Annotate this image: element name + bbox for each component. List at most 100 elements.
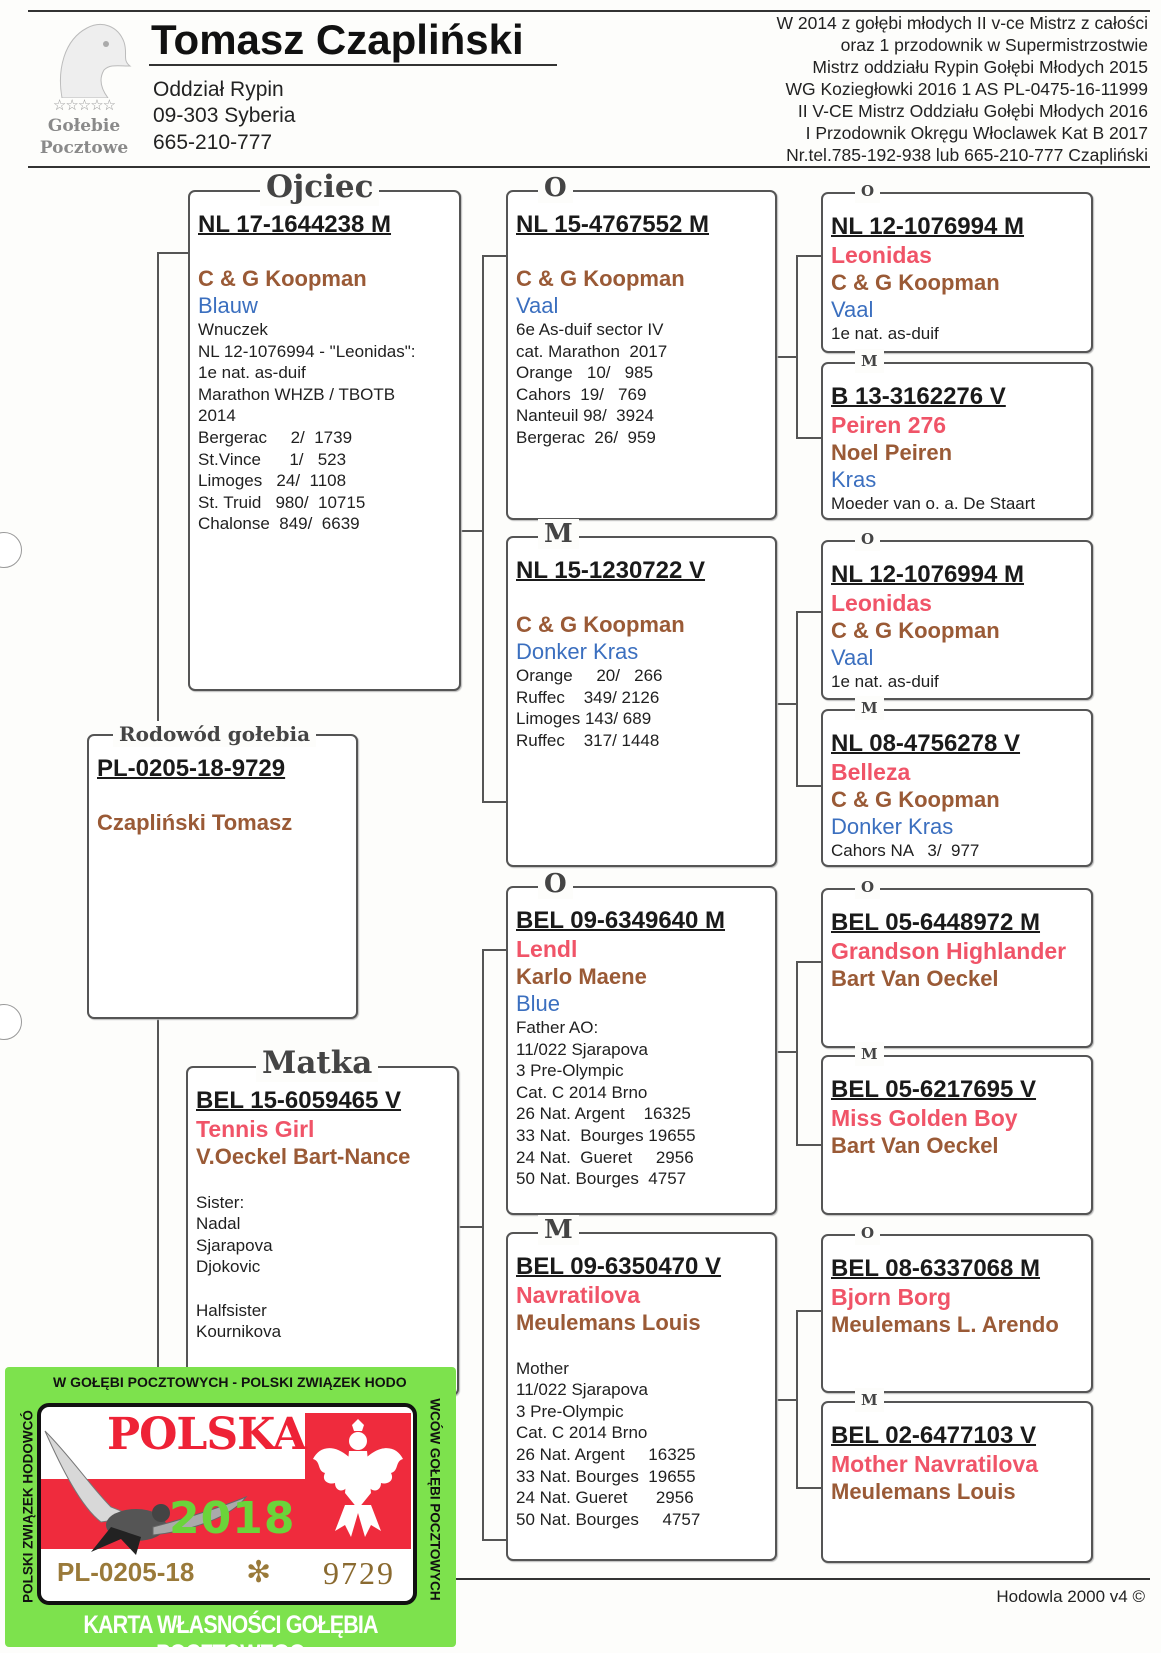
breeder-name: Meulemans L. Arendo bbox=[831, 1312, 1059, 1337]
result-note: Wnuczek bbox=[198, 320, 268, 339]
result-note: Orange 10/ 985 bbox=[516, 363, 654, 383]
breeder-name: C & G Koopman bbox=[831, 787, 1000, 812]
parent-label: M bbox=[855, 1042, 884, 1066]
header-bottom-rule bbox=[28, 166, 1150, 168]
result-note: 11/022 Sjarapova bbox=[516, 1380, 649, 1400]
card-side-text-left: POLSKI ZWIĄZEK HODOWCÓ bbox=[20, 1410, 36, 1603]
parent-label: O bbox=[855, 1221, 881, 1245]
address-city: 09-303 Syberia bbox=[153, 104, 296, 127]
result-note: Ruffec 349/ 2126 bbox=[516, 687, 660, 707]
achievement-line: WG Koziegłowki 2016 1 AS PL-0475-16-1199… bbox=[785, 79, 1148, 99]
result-note: Nanteuil 98/ 3924 bbox=[516, 406, 654, 426]
result-note: 1e nat. as-duif bbox=[198, 363, 306, 383]
club-logo: ☆☆☆☆☆ Gołebie Pocztowe bbox=[30, 20, 138, 160]
parent-label: Ojciec bbox=[260, 168, 380, 206]
result-note bbox=[516, 1336, 775, 1358]
header-top-rule bbox=[28, 10, 1150, 12]
result-note: Cahors NA 3/ 977 bbox=[831, 841, 980, 860]
ring-number: BEL 02-6477103 V bbox=[831, 1422, 1037, 1449]
pigeon-head-logo-icon bbox=[59, 24, 132, 98]
result-note: Cahors 19/ 769 bbox=[516, 384, 647, 404]
parent-label: M bbox=[538, 1215, 579, 1245]
breeder-name: Noel Peiren bbox=[831, 440, 953, 465]
ring-number: BEL 09-6349640 M bbox=[516, 907, 726, 934]
footer-rule bbox=[456, 1578, 1150, 1580]
result-note: 3 Pre-Olympic bbox=[516, 1061, 624, 1081]
result-note: 24 Nat. Gueret 2956 bbox=[516, 1488, 694, 1508]
parent-label: Matka bbox=[256, 1044, 379, 1082]
plumage-colour: Donker Kras bbox=[831, 814, 954, 839]
ring-number: NL 15-4767552 M bbox=[516, 211, 710, 238]
pigeon-name: Grandson Highlander bbox=[831, 938, 1067, 964]
ring-number: BEL 08-6337068 M bbox=[831, 1255, 1041, 1282]
logo-text: Pocztowe bbox=[39, 138, 129, 158]
result-note: 26 Nat. Argent 16325 bbox=[516, 1444, 696, 1464]
breeder-name: Meulemans Louis bbox=[516, 1310, 701, 1335]
logo-text: Gołebie bbox=[47, 116, 121, 136]
breeder-name: C & G Koopman bbox=[831, 618, 1000, 643]
breeder-name: Karlo Maene bbox=[516, 964, 647, 989]
parent-label: M bbox=[855, 696, 884, 720]
plumage-colour: Donker Kras bbox=[516, 639, 639, 664]
breeder-name: Meulemans Louis bbox=[831, 1479, 1016, 1504]
pigeon-name: Miss Golden Boy bbox=[831, 1105, 1018, 1131]
card-face: POLSKA 2018 PL-0205-18 ✻ 9729 bbox=[37, 1403, 417, 1605]
result-note: 33 Nat. Bourges 19655 bbox=[516, 1466, 696, 1486]
result-note: Mother bbox=[516, 1358, 569, 1378]
breeder-name: C & G Koopman bbox=[516, 612, 685, 637]
result-note: Sister: bbox=[196, 1192, 245, 1212]
result-note: Sjarapova bbox=[196, 1235, 273, 1255]
ring-number: NL 08-4756278 V bbox=[831, 730, 1021, 757]
result-note: 2014 bbox=[198, 406, 236, 426]
plumage-colour: Blauw bbox=[198, 293, 258, 318]
result-note bbox=[196, 1278, 457, 1300]
ring-number: BEL 05-6448972 M bbox=[831, 909, 1041, 936]
result-note: Cat. C 2014 Brno bbox=[516, 1423, 648, 1443]
breeder-name: Bart Van Oeckel bbox=[831, 1133, 999, 1158]
result-note: 1e nat. as-duif bbox=[831, 324, 939, 343]
card-ring-separator: ✻ bbox=[246, 1556, 272, 1589]
result-note: Marathon WHZB / TBOTB bbox=[198, 384, 396, 404]
result-note: Ruffec 317/ 1448 bbox=[516, 730, 660, 750]
address-phone: 665-210-777 bbox=[153, 131, 273, 154]
card-country: POLSKA bbox=[107, 1409, 307, 1460]
parent-label: M bbox=[855, 349, 884, 373]
parent-label: O bbox=[855, 875, 881, 899]
result-note: 24 Nat. Gueret 2956 bbox=[516, 1147, 694, 1167]
pigeon-name: Leonidas bbox=[831, 590, 932, 616]
result-note: Kournikova bbox=[196, 1322, 282, 1342]
card-year: 2018 bbox=[169, 1493, 296, 1544]
result-note: Limoges 143/ 689 bbox=[516, 709, 652, 729]
parent-label: Rodowód gołebia bbox=[113, 721, 317, 747]
card-title: KARTA WŁASNOŚCI GOŁĘBIA POCZTOWEGO bbox=[83, 1611, 378, 1647]
pigeon-name: Peiren 276 bbox=[831, 412, 947, 438]
result-note: 26 Nat. Argent 16325 bbox=[516, 1104, 691, 1124]
breeder-name: Bart Van Oeckel bbox=[831, 966, 999, 991]
ring-number: NL 15-1230722 V bbox=[516, 557, 706, 584]
pigeon-name: Tennis Girl bbox=[196, 1116, 315, 1142]
polish-eagle-emblem bbox=[305, 1413, 411, 1549]
ring-number: NL 12-1076994 M bbox=[831, 213, 1025, 240]
breeder-name: C & G Koopman bbox=[516, 266, 685, 291]
result-note: Cat. C 2014 Brno bbox=[516, 1082, 648, 1102]
white-eagle-icon bbox=[313, 1419, 403, 1537]
result-note: 11/022 Sjarapova bbox=[516, 1039, 649, 1059]
result-note: NL 12-1076994 - "Leonidas": bbox=[198, 341, 416, 361]
result-note: Nadal bbox=[196, 1214, 241, 1234]
logo-stars: ☆☆☆☆☆ bbox=[52, 97, 116, 114]
parent-label: M bbox=[538, 519, 579, 549]
result-note: St. Truid 980/ 10715 bbox=[198, 492, 366, 512]
result-note: Limoges 24/ 1108 bbox=[198, 471, 347, 491]
achievement-line: oraz 1 przodownik w Supermistrzostwie bbox=[840, 35, 1148, 55]
parent-label: O bbox=[855, 179, 881, 203]
result-note: Orange 20/ 266 bbox=[516, 666, 663, 685]
